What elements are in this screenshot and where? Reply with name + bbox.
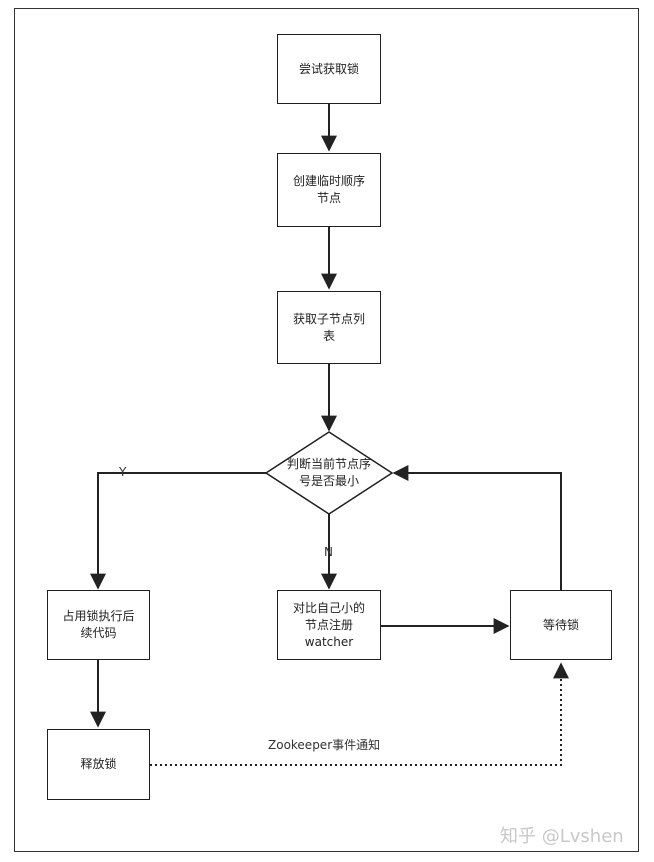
decision-label-wrap: 判断当前节点序 号是否最小	[266, 432, 392, 514]
node-create-node-label: 创建临时顺序 节点	[292, 174, 365, 205]
node-hold-lock-label: 占用锁执行后 续代码	[62, 609, 135, 640]
edge-yes-label: Y	[119, 465, 127, 479]
edge-yes	[90, 472, 266, 590]
edge-no-label: N	[324, 545, 333, 559]
node-register-watcher-label: 对比自己小的 节点注册 watcher	[292, 600, 365, 649]
watermark: 知乎 @Lvshen	[500, 826, 624, 847]
edge-wait-to-decision	[392, 465, 562, 590]
node-try-lock-label: 尝试获取锁	[298, 61, 359, 76]
edge-notify-label: Zookeeper事件通知	[268, 738, 381, 752]
node-get-children: 获取子节点列 表	[277, 291, 381, 364]
node-register-watcher: 对比自己小的 节点注册 watcher	[277, 590, 381, 660]
edge-notify	[150, 662, 569, 766]
node-release-lock: 释放锁	[47, 729, 150, 800]
decision-label: 判断当前节点序 号是否最小	[286, 457, 371, 488]
node-wait-lock-label: 等待锁	[542, 617, 579, 632]
node-get-children-label: 获取子节点列 表	[292, 311, 365, 343]
node-create-node: 创建临时顺序 节点	[277, 153, 381, 227]
node-release-lock-label: 释放锁	[80, 757, 117, 771]
node-wait-lock: 等待锁	[510, 590, 612, 660]
node-hold-lock: 占用锁执行后 续代码	[47, 590, 150, 660]
node-try-lock: 尝试获取锁	[277, 34, 381, 104]
